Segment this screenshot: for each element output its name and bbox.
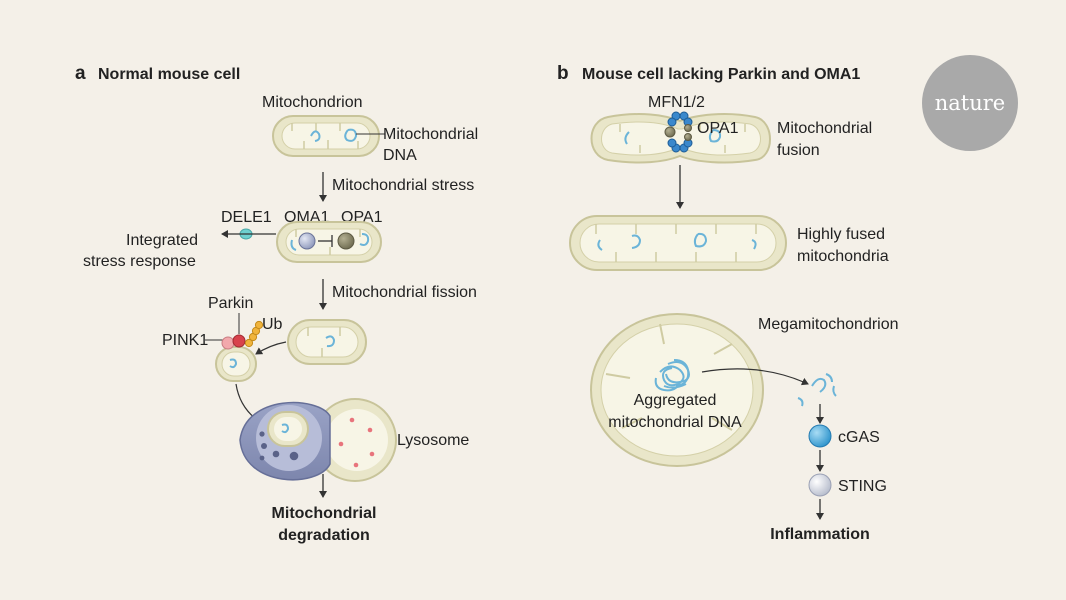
pink1-protein xyxy=(221,336,235,350)
panel-b-letter: b xyxy=(557,63,569,84)
mtdna-icon xyxy=(359,233,370,246)
lysosome xyxy=(313,398,397,482)
aggregated-label-1: Aggregated xyxy=(634,392,717,409)
mitochondria-fusing xyxy=(590,111,771,164)
outcome-a-line-2: degradation xyxy=(278,527,370,544)
mtdna-icon xyxy=(281,423,290,434)
opa1-b-label: OPA1 xyxy=(697,120,739,137)
released-mtdna xyxy=(797,373,837,407)
panel-b-title: Mouse cell lacking Parkin and OMA1 xyxy=(582,66,860,83)
nature-logo: nature xyxy=(922,55,1018,151)
isr-label-1: Integrated xyxy=(126,232,198,249)
mfn-protein xyxy=(667,111,693,153)
ub-label: Ub xyxy=(262,316,283,333)
dele1-label: DELE1 xyxy=(221,209,272,226)
mtdna-icon xyxy=(310,130,321,142)
aggregated-label-2: mitochondrial DNA xyxy=(608,414,742,431)
aggregated-mtdna xyxy=(654,359,690,392)
megamitochondrion-label: Megamitochondrion xyxy=(758,316,899,333)
autophagosome xyxy=(239,401,331,481)
opa1-protein-b xyxy=(664,124,692,141)
fused-label-2: mitochondria xyxy=(797,248,889,265)
mtdna-icon xyxy=(229,358,238,369)
mito-dna-label-1: Mitochondrial xyxy=(383,126,478,143)
mitochondrion-label: Mitochondrion xyxy=(262,94,363,111)
mtdna-icon xyxy=(708,129,722,143)
mtdna-icon xyxy=(631,234,642,249)
mtdna-icon xyxy=(597,239,603,251)
mtdna-release-arrow xyxy=(701,368,809,386)
mtdna-icon xyxy=(325,335,336,348)
ubiquitin-chain xyxy=(244,320,264,348)
fusion-label-2: fusion xyxy=(777,142,820,159)
mtdna-icon xyxy=(624,131,630,145)
megamitochondrion xyxy=(590,313,764,467)
mtdna-icon xyxy=(290,239,297,251)
oma1-protein xyxy=(298,232,316,250)
mitochondrion-fragment xyxy=(287,319,367,365)
stress-label: Mitochondrial stress xyxy=(332,177,474,194)
outcome-a-line-1: Mitochondrial xyxy=(272,505,377,522)
mitophagy-tag-arrow xyxy=(255,341,287,355)
mito-dna-label-2: DNA xyxy=(383,147,417,164)
mfn-label: MFN1/2 xyxy=(648,94,705,111)
opa1-protein xyxy=(337,232,355,250)
panel-a-title: Normal mouse cell xyxy=(98,66,240,83)
mtdna-icon xyxy=(693,232,708,248)
panel-a-letter: a xyxy=(75,63,86,84)
isr-label-2: stress response xyxy=(83,253,196,270)
fusion-label-1: Mitochondrial xyxy=(777,120,872,137)
mitochondrion-stressed xyxy=(276,221,382,263)
sting-label: STING xyxy=(838,478,887,495)
panel-b: b Mouse cell lacking Parkin and OMA1 MFN… xyxy=(557,63,899,543)
cgas-protein xyxy=(808,424,832,448)
panel-a: a Normal mouse cell Mitochondrion Mitoch… xyxy=(75,63,478,544)
mtdna-icon xyxy=(344,128,358,142)
lysosome-label: Lysosome xyxy=(397,432,469,449)
fission-label: Mitochondrial fission xyxy=(332,284,477,301)
mitochondrion-damaged xyxy=(215,346,257,382)
parkin-protein xyxy=(232,334,246,348)
mitochondrion-normal xyxy=(272,115,380,157)
fused-label-1: Highly fused xyxy=(797,226,885,243)
cgas-label: cGAS xyxy=(838,429,880,446)
outcome-b: Inflammation xyxy=(770,526,870,543)
parkin-label: Parkin xyxy=(208,295,253,312)
mitochondria-highly-fused xyxy=(569,215,787,271)
pink1-label: PINK1 xyxy=(162,332,208,349)
sting-protein xyxy=(808,473,832,497)
nature-logo-text: nature xyxy=(935,91,1005,115)
mtdna-icon xyxy=(751,239,757,250)
